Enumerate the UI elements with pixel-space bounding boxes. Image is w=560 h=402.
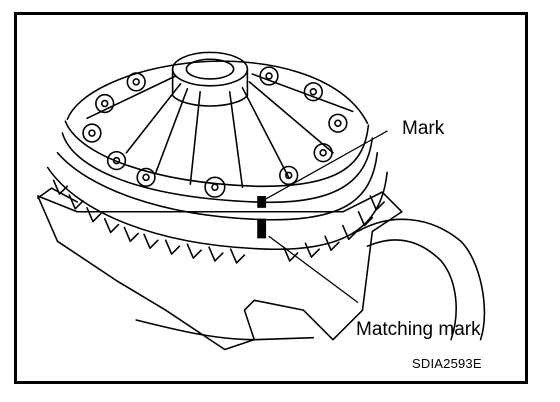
- figure-code: SDIA2593E: [412, 356, 482, 371]
- mark-indicator: [257, 196, 267, 208]
- ring-gear-outer: [46, 166, 388, 250]
- mark-label: Mark: [402, 118, 445, 139]
- matching-mark-indicator: [257, 218, 267, 239]
- case-top: [66, 60, 369, 125]
- carrier-flange: [356, 218, 486, 341]
- ring-gear-teeth: [52, 179, 385, 264]
- case-body: [61, 132, 374, 204]
- center-hub-bore: [185, 58, 235, 80]
- carrier-flange-inner: [366, 239, 457, 341]
- differential-illustration: [37, 51, 486, 351]
- bolt-heads: [82, 66, 348, 198]
- case-rim: [64, 120, 370, 187]
- matching-mark-leader-line: [268, 235, 359, 303]
- center-hub-top: [171, 51, 249, 87]
- case-ribs: [86, 73, 354, 188]
- diagram-frame: Mark Matching mark SDIA2593E: [14, 12, 528, 384]
- carrier-left-arm: [37, 187, 78, 203]
- carrier-base: [135, 319, 315, 341]
- carrier-housing: [37, 191, 403, 351]
- ring-gear-inner: [56, 151, 379, 221]
- center-hub-body: [171, 68, 249, 107]
- matching-mark-label: Matching mark: [356, 319, 481, 340]
- mark-leader-line: [263, 130, 388, 201]
